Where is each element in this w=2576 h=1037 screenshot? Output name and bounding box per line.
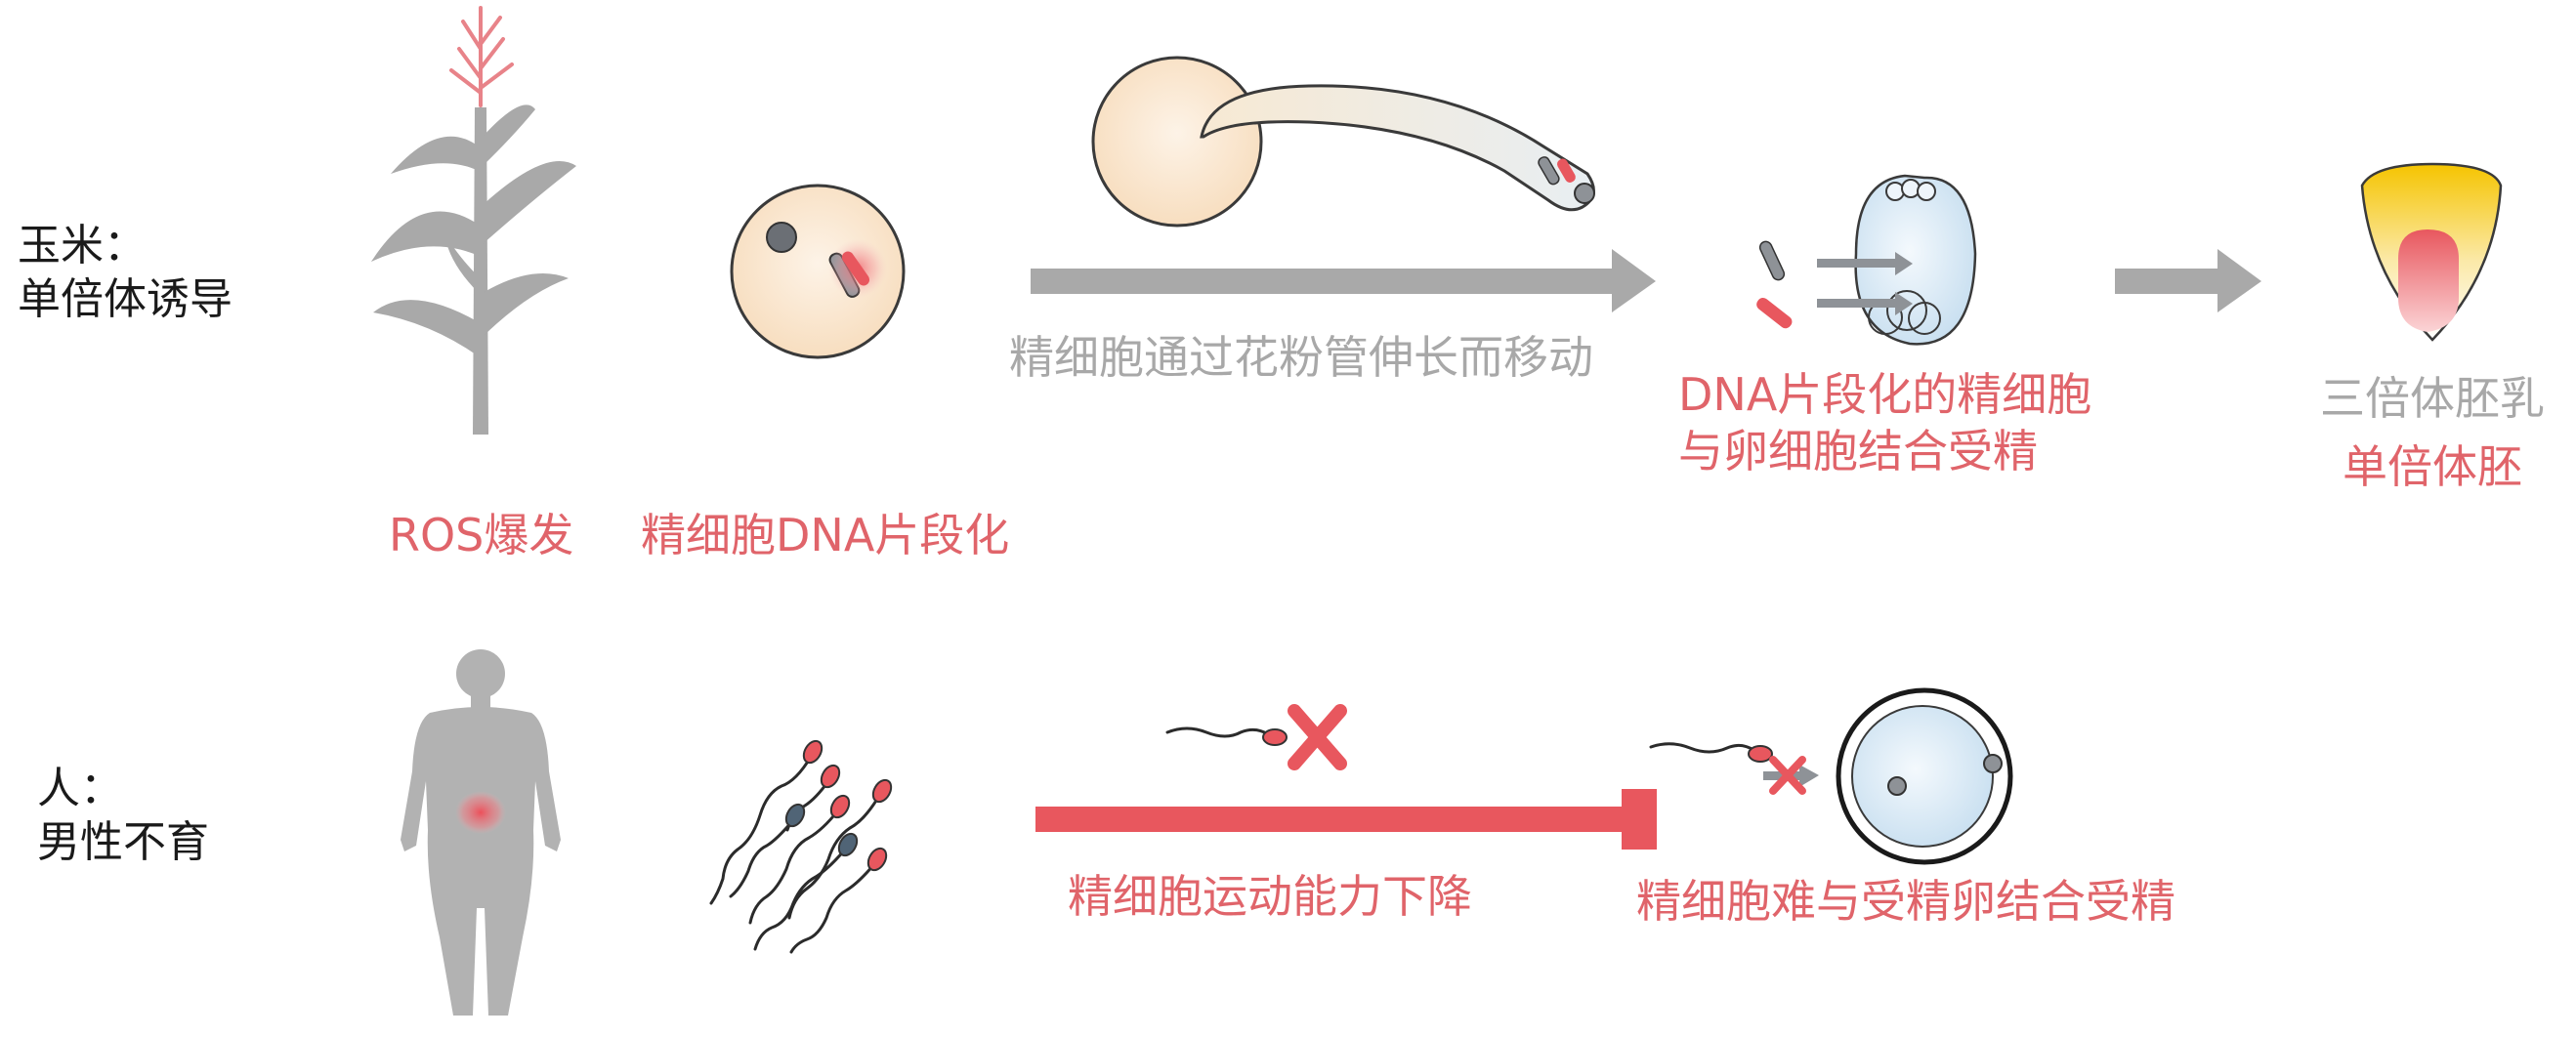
ros-burst-label: ROS爆发 <box>389 509 574 561</box>
fertilization-label-line1: DNA片段化的精细胞 <box>1678 368 2092 421</box>
motility-inhibition-bar <box>1035 789 1657 850</box>
embryo-sac-fertilization-icon <box>1756 174 1977 346</box>
egg-fertilization-failure-icon <box>1649 687 2013 865</box>
human-body-icon <box>401 649 561 1016</box>
block-x-icon <box>1288 704 1347 770</box>
seed-development-arrow <box>2115 249 2261 312</box>
immotile-sperm-icon <box>1165 704 1347 770</box>
maize-row-title-line2: 单倍体诱导 <box>18 274 232 324</box>
pollen-tube-migration-arrow <box>1031 249 1656 312</box>
human-row-title-line2: 男性不育 <box>37 817 209 867</box>
motility-decline-label: 精细胞运动能力下降 <box>1068 870 1472 923</box>
pollen-tube-icon <box>1091 56 1595 228</box>
maize-row-title: 玉米： 单倍体诱导 <box>18 219 232 326</box>
endosperm-label: 三倍体胚乳 <box>2320 372 2545 425</box>
seed-endosperm-embryo-icon <box>2360 162 2503 342</box>
haploid-embryo-label: 单倍体胚 <box>2343 440 2522 493</box>
pollen-sperm-cell-icon <box>730 184 906 359</box>
fertilization-label-line2: 与卵细胞结合受精 <box>1678 424 2038 477</box>
sperm-dna-fragmentation-label: 精细胞DNA片段化 <box>641 509 1010 561</box>
fertilization-label: DNA片段化的精细胞 与卵细胞结合受精 <box>1678 367 2091 479</box>
human-row-title: 人： 男性不育 <box>37 762 209 869</box>
maize-plant-icon <box>371 6 576 435</box>
maize-row-title-line1: 玉米： <box>18 221 147 270</box>
small-block-x-icon <box>1769 756 1806 795</box>
sperm-cluster-icon <box>709 739 893 954</box>
human-row-title-line1: 人： <box>37 764 123 813</box>
fertilization-failure-label: 精细胞难与受精卵结合受精 <box>1636 875 2175 928</box>
pollen-tube-migration-label: 精细胞通过花粉管伸长而移动 <box>1009 331 1593 384</box>
